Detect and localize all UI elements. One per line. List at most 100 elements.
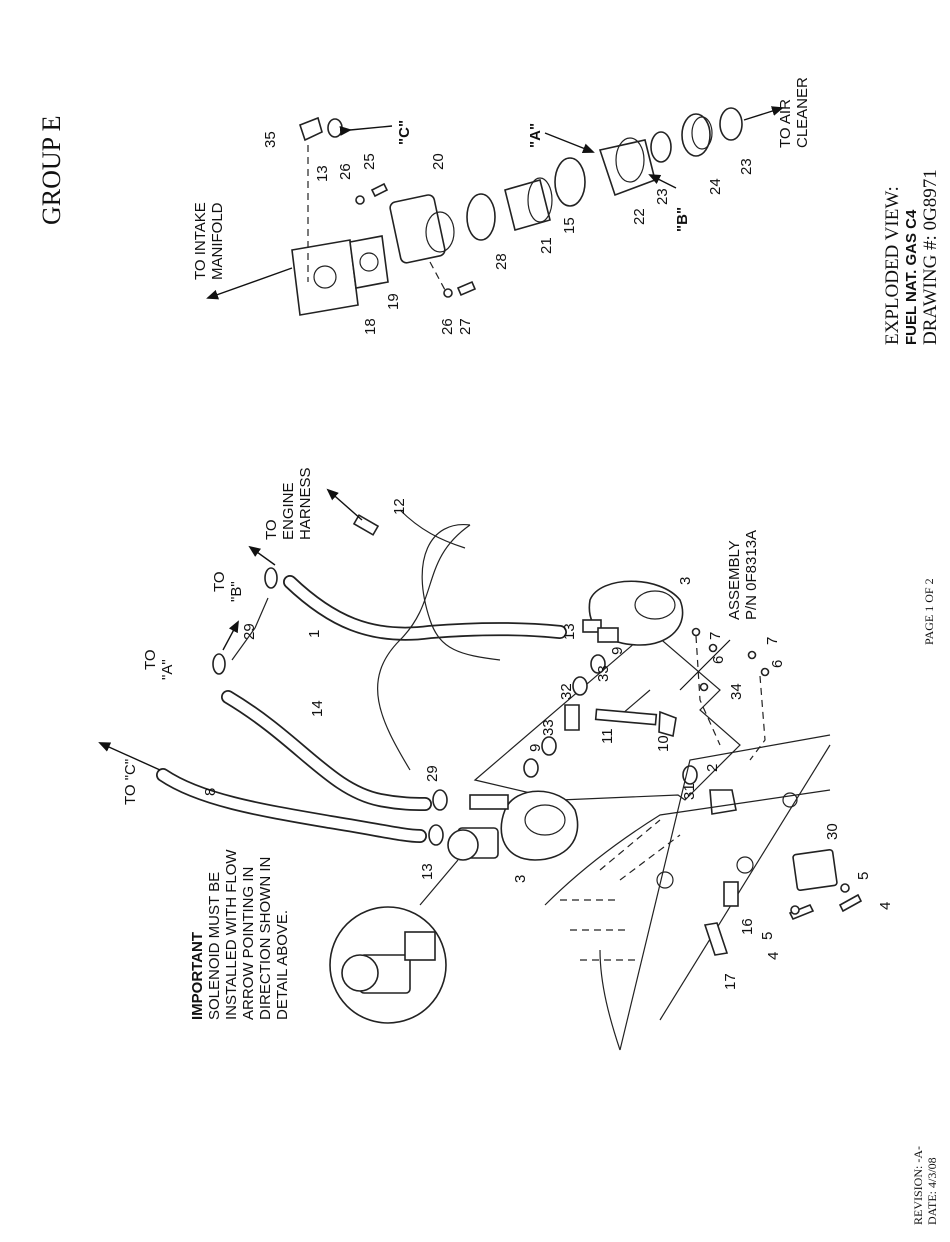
harness-wire-c	[399, 509, 466, 549]
part-19-gasket	[349, 235, 389, 289]
callout-13-c: 13	[419, 863, 436, 880]
part-21-hose	[504, 179, 551, 231]
label-air-1: TO AIR	[777, 99, 794, 148]
part-13-clamp-c	[428, 824, 444, 846]
callout-33-b: 33	[540, 719, 557, 736]
callout-15: 15	[561, 217, 578, 234]
assembly-outline	[473, 629, 741, 801]
part-6-washer-b	[760, 667, 770, 677]
frame-rail	[619, 734, 831, 1051]
callout-16: 16	[739, 918, 756, 935]
label-assembly-1: ASSEMBLY	[726, 540, 743, 620]
callout-22: 22	[631, 208, 648, 225]
callout-18: 18	[362, 318, 379, 335]
callout-31: 31	[681, 783, 698, 800]
note-line-3: INSTALLED WITH FLOW	[223, 849, 240, 1020]
part-7-screw-a	[691, 627, 701, 637]
callout-20: 20	[430, 153, 447, 170]
part-11-nipple	[594, 708, 658, 726]
part-29-clamp-c	[432, 789, 448, 811]
part-12-connector	[352, 514, 380, 536]
part-13-fitting-b	[582, 619, 602, 633]
harness-wire-a	[377, 524, 471, 771]
callout-5-a: 5	[759, 932, 776, 940]
callout-28: 28	[493, 253, 510, 270]
note-line-1: IMPORTANT	[189, 932, 206, 1020]
revision-label: REVISION: -A-	[911, 1146, 925, 1225]
callout-19: 19	[385, 293, 402, 310]
callout-5-b: 5	[855, 872, 872, 880]
page-number: PAGE 1 OF 2	[922, 578, 936, 645]
note-line-5: DIRECTION SHOWN IN	[257, 857, 274, 1020]
part-28-clamp	[466, 193, 496, 241]
part-13-clamp-top	[327, 118, 343, 138]
date-label: DATE: 4/3/08	[925, 1157, 939, 1225]
solenoid-note: IMPORTANT SOLENOID MUST BE INSTALLED WIT…	[189, 849, 291, 1020]
regulator-assembly	[428, 580, 770, 861]
callout-numbers: 35 13 26 25 20 18 19 26 27 28 21 15 22 2…	[202, 131, 894, 990]
part-20-throttle-body	[389, 194, 446, 264]
part-18-adapter-plate	[291, 239, 359, 316]
title-block: EXPLODED VIEW: FUEL NAT. GAS C4 DRAWING …	[882, 169, 941, 345]
callout-29-a: 29	[241, 623, 258, 640]
callout-23-b: 23	[738, 158, 755, 175]
part-5-washer-a	[790, 905, 800, 915]
callout-17: 17	[722, 973, 739, 990]
part-24-adapter	[681, 113, 711, 157]
callout-4-a: 4	[765, 952, 782, 960]
callout-3-a: 3	[677, 577, 694, 585]
part-16-decal	[723, 881, 739, 907]
part-27-screw	[456, 280, 477, 297]
part-3-regulator-b	[500, 790, 579, 861]
label-air-2: CLEANER	[794, 77, 811, 148]
upper-labels: TO INTAKE MANIFOLD TO AIR CLEANER "C" "A…	[192, 77, 811, 280]
part-5-washer-b	[840, 883, 850, 893]
part-9-fitting-b	[523, 758, 539, 778]
callout-35: 35	[262, 131, 279, 148]
assembly-labels: ASSEMBLY P/N 0F8313A	[679, 530, 760, 691]
callout-2: 2	[704, 764, 721, 772]
revision-block: REVISION: -A- DATE: 4/3/08	[911, 1146, 939, 1225]
part-7-screw-b	[747, 650, 757, 660]
callout-34: 34	[728, 683, 745, 700]
note-line-2: SOLENOID MUST BE	[206, 872, 223, 1020]
callout-9-b: 9	[527, 744, 544, 752]
part-2-fitting	[709, 789, 737, 815]
callout-13-b: 13	[561, 623, 578, 640]
part-26-washer-a	[355, 195, 365, 205]
callout-12: 12	[391, 498, 408, 515]
callout-4-b: 4	[877, 902, 894, 910]
label-to-a-1: TO	[142, 649, 159, 670]
callout-29-b: 29	[424, 765, 441, 782]
solenoid-detail	[329, 859, 459, 1024]
drawing-number: DRAWING #: 0G8971	[920, 169, 941, 345]
callout-6-b: 6	[769, 660, 786, 668]
part-26-washer-b	[443, 288, 453, 298]
harness-wire-b	[421, 524, 501, 661]
left-labels: TO "C" TO "A" TO "B" TO ENGINE HARNESS	[122, 467, 314, 805]
label-to-c: TO "C"	[122, 759, 139, 805]
part-9-fitting-a	[590, 654, 606, 674]
view-subtitle: FUEL NAT. GAS C4	[903, 209, 920, 345]
part-29-clamp-a	[212, 653, 226, 675]
part-30-plate	[792, 848, 838, 892]
part-25-screw	[370, 182, 389, 198]
callout-33-a: 33	[595, 665, 612, 682]
part-17-decal	[703, 922, 729, 956]
callout-25: 25	[361, 153, 378, 170]
callout-7-a: 7	[707, 632, 724, 640]
callout-3-b: 3	[512, 875, 529, 883]
part-15-clamp	[554, 157, 586, 207]
part-35-elbow	[299, 116, 323, 142]
label-engine-3: HARNESS	[297, 467, 314, 540]
callout-27: 27	[457, 318, 474, 335]
label-to-b-1: TO	[211, 571, 228, 592]
callout-26-a: 26	[337, 163, 354, 180]
engine-frame	[544, 734, 863, 1051]
label-intake-1: TO INTAKE	[192, 202, 209, 280]
part-31-fitting	[682, 765, 698, 785]
part-23-oring-b	[719, 107, 743, 141]
label-ref-a: "A"	[527, 123, 544, 148]
